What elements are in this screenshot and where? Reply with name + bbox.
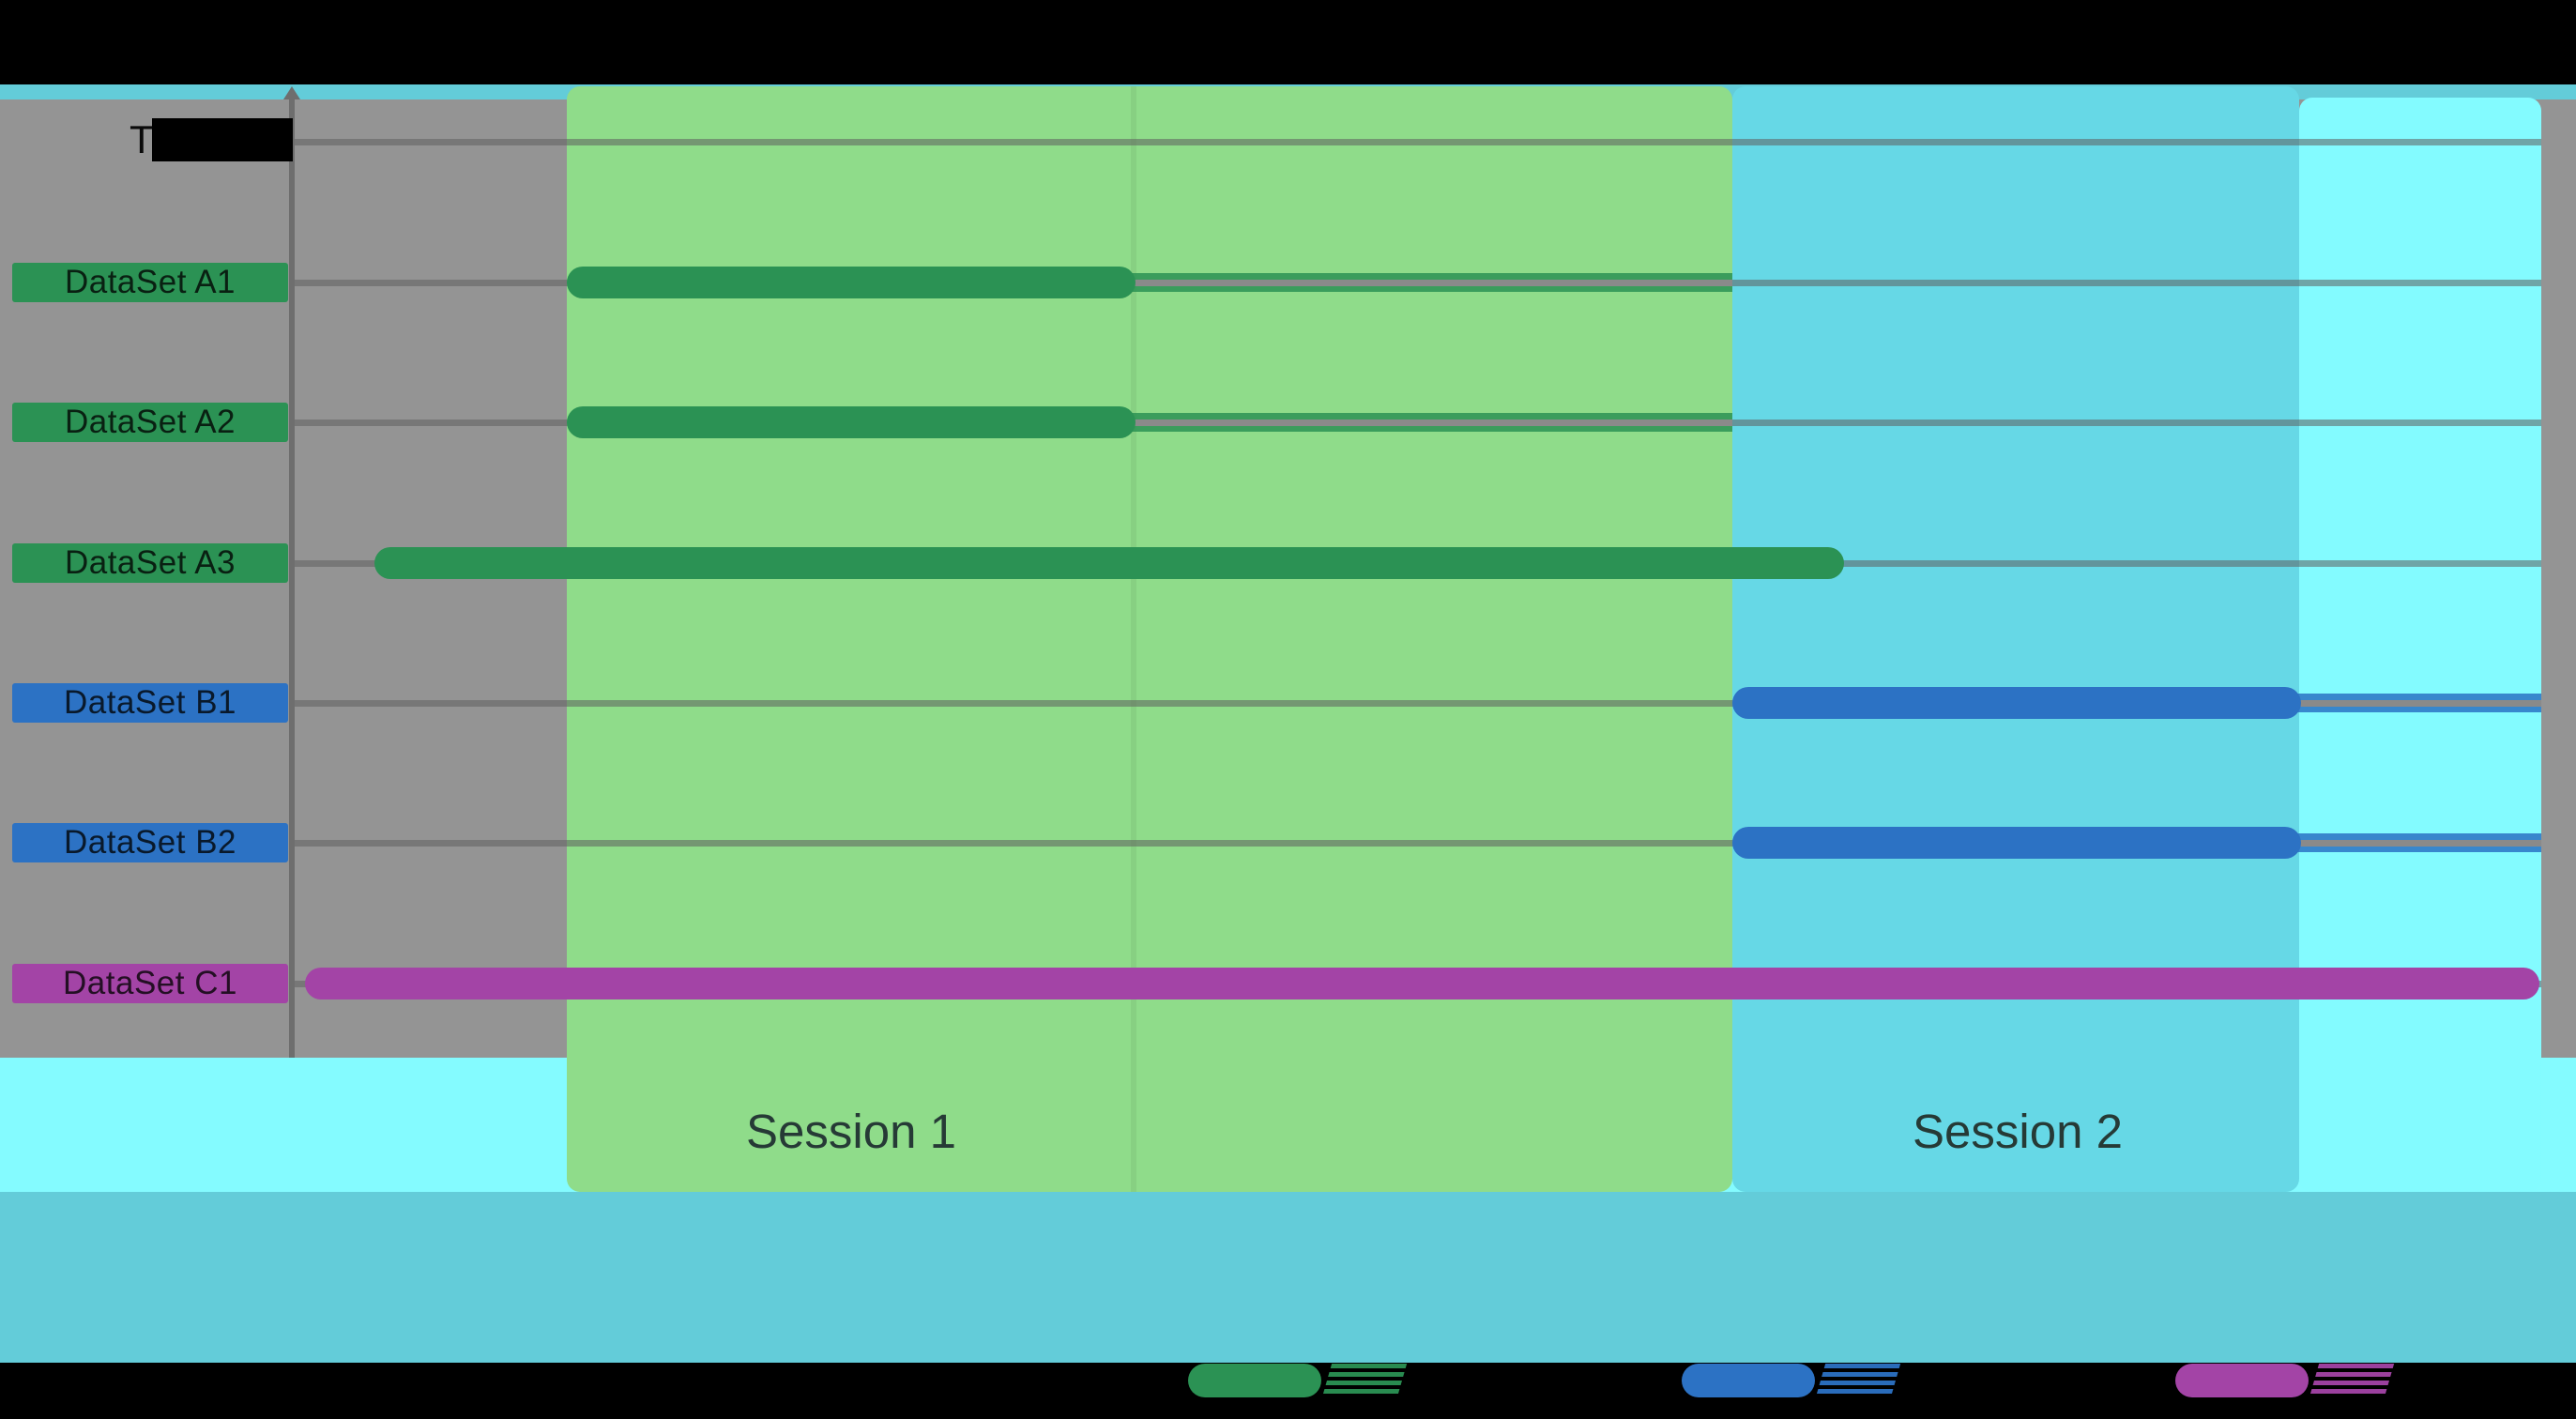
legend-swatch-blue [1682, 1364, 1815, 1397]
axis-arrowhead-icon [283, 86, 300, 99]
time-axis-line [289, 99, 295, 1058]
grid-line [293, 700, 2541, 707]
axis-label-redaction-box [152, 118, 293, 161]
bar-tail-fringe-core [2292, 700, 2541, 707]
row-label-badge: DataSet A3 [12, 543, 288, 583]
row-label-badge: DataSet B1 [12, 683, 288, 723]
row-label-badge: DataSet A1 [12, 263, 288, 302]
legend-swatch-purple [2175, 1364, 2309, 1397]
task-bar[interactable] [567, 267, 1136, 298]
grid-line [293, 139, 2541, 145]
legend-label-redaction-streak [2309, 1364, 2395, 1397]
figure-footer-band [0, 1192, 2576, 1363]
session-column-1 [567, 86, 1732, 1192]
grid-line [293, 840, 2541, 847]
top-redaction-band [0, 0, 2576, 84]
row-label-badge: DataSet C1 [12, 964, 288, 1003]
bar-tail-fringe-core [1126, 280, 1732, 286]
row-label-badge: DataSet A2 [12, 403, 288, 442]
task-bar[interactable] [374, 547, 1844, 579]
session-label-2: Session 2 [1913, 1105, 2123, 1158]
row-label-badge: DataSet B2 [12, 823, 288, 862]
legend-swatch-green [1188, 1364, 1321, 1397]
task-bar[interactable] [1732, 687, 2301, 719]
task-bar[interactable] [1732, 827, 2301, 859]
legend-label-redaction-streak [1321, 1364, 1408, 1397]
bar-tail-fringe-core [2292, 840, 2541, 847]
session-column-seam [1131, 86, 1136, 1192]
task-bar[interactable] [305, 968, 2539, 999]
tail-column [2299, 98, 2541, 1192]
bar-tail-fringe-core [1126, 420, 1732, 426]
session-label-1: Session 1 [746, 1105, 956, 1158]
legend-label-redaction-streak [1815, 1364, 1901, 1397]
task-bar[interactable] [567, 406, 1136, 438]
time-axis-label-fragment: T [130, 117, 154, 161]
session-column-2 [1732, 86, 2299, 1192]
